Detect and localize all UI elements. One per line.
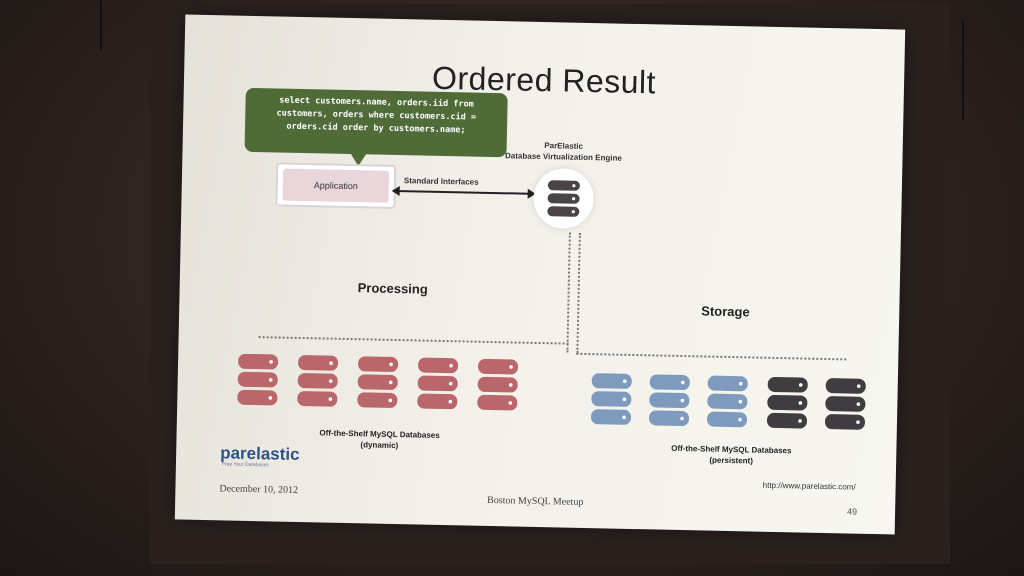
processing-database-icon [237,353,279,406]
storage-bus [576,352,847,361]
processing-database-icon [477,358,519,411]
engine-label-line-2: Database Virtualization Engine [504,151,622,163]
processing-caption: Off-the-Shelf MySQL Databases (dynamic) [294,427,464,453]
storage-label: Storage [701,303,750,320]
logo-tagline: Free Your Databases [221,461,269,469]
storage-database-icon [706,375,748,428]
storage-database-icon [649,374,690,427]
presentation-slide: Ordered Result select customers.name, or… [174,14,906,535]
footer-page-number: 49 [846,506,858,517]
storage-database-icon [824,378,866,430]
arrow-left-head [391,185,400,197]
interface-arrow [395,189,530,195]
processing-bus [258,336,569,345]
projector-cable-2 [962,20,964,120]
application-label: Application [282,168,390,203]
processing-database-icon [297,355,339,407]
storage-database-icon [591,373,632,425]
projector-cable [100,0,102,50]
processing-label: Processing [357,280,428,297]
footer-event: Boston MySQL Meetup [486,494,584,508]
storage-database-icon [766,376,808,429]
engine-label: ParElastic Database Virtualization Engin… [498,139,628,164]
sql-callout: select customers.name, orders.iid from c… [244,87,508,158]
footer-url: http://www.parelastic.com/ [762,480,856,492]
storage-database-group [185,15,905,430]
processing-database-group [185,15,905,411]
engine-connector-vertical-2 [576,232,581,353]
application-box: Application [275,162,397,209]
database-icon [547,180,580,217]
standard-interfaces-label: Standard Interfaces [403,176,479,187]
engine-connector-vertical [566,232,571,353]
storage-caption: Off-the-Shelf MySQL Databases (persisten… [646,442,816,468]
engine-node [532,167,595,230]
processing-database-icon [357,356,399,408]
processing-database-icon [417,357,459,410]
